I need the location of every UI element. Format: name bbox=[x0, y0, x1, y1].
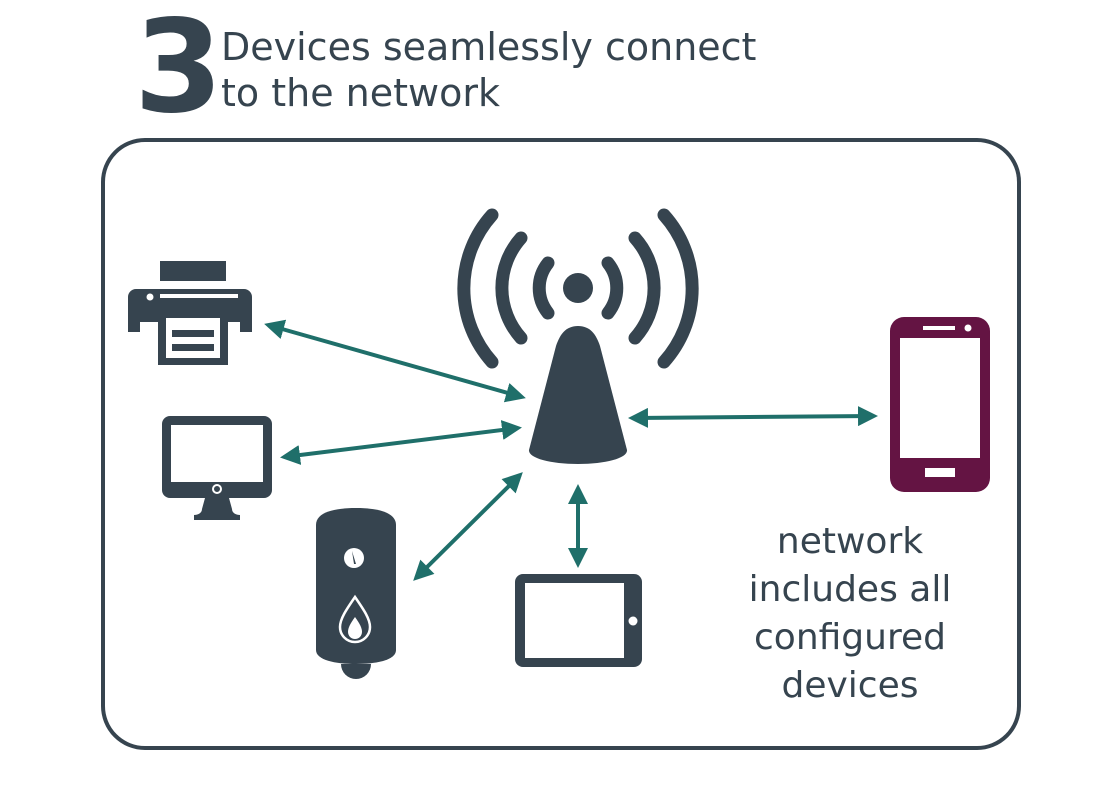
flame-icon bbox=[338, 594, 372, 644]
step-title: Devices seamlessly connect to the networ… bbox=[221, 24, 756, 116]
antenna-icon bbox=[457, 208, 699, 464]
title-line-2: to the network bbox=[221, 71, 500, 115]
water-heater-icon bbox=[316, 508, 396, 679]
arrow-smartphone bbox=[628, 406, 878, 428]
signal-wave-left-3 bbox=[457, 208, 499, 369]
signal-wave-right-2 bbox=[628, 231, 661, 345]
network-panel bbox=[101, 138, 1021, 750]
step-number: 3 bbox=[134, 0, 223, 142]
arrow-monitor bbox=[280, 420, 522, 465]
note-line-2: includes all bbox=[748, 569, 952, 610]
signal-wave-right-1 bbox=[601, 256, 624, 320]
arrow-water-heater bbox=[413, 472, 523, 581]
antenna-tower bbox=[528, 326, 628, 464]
note-line-4: devices bbox=[781, 665, 919, 706]
printer-icon bbox=[128, 261, 252, 365]
note-line-3: configured bbox=[754, 617, 946, 658]
monitor-icon bbox=[162, 416, 272, 520]
network-note: network includes all configured devices bbox=[735, 518, 965, 710]
signal-wave-right-3 bbox=[657, 208, 699, 369]
signal-wave-left-1 bbox=[532, 256, 555, 320]
note-line-1: network bbox=[776, 521, 924, 562]
signal-wave-left-2 bbox=[495, 231, 528, 345]
smartphone-icon bbox=[890, 317, 990, 492]
tablet-icon bbox=[515, 574, 642, 667]
antenna-center-dot bbox=[563, 273, 593, 303]
arrow-printer bbox=[264, 319, 526, 403]
title-line-1: Devices seamlessly connect bbox=[221, 25, 757, 69]
